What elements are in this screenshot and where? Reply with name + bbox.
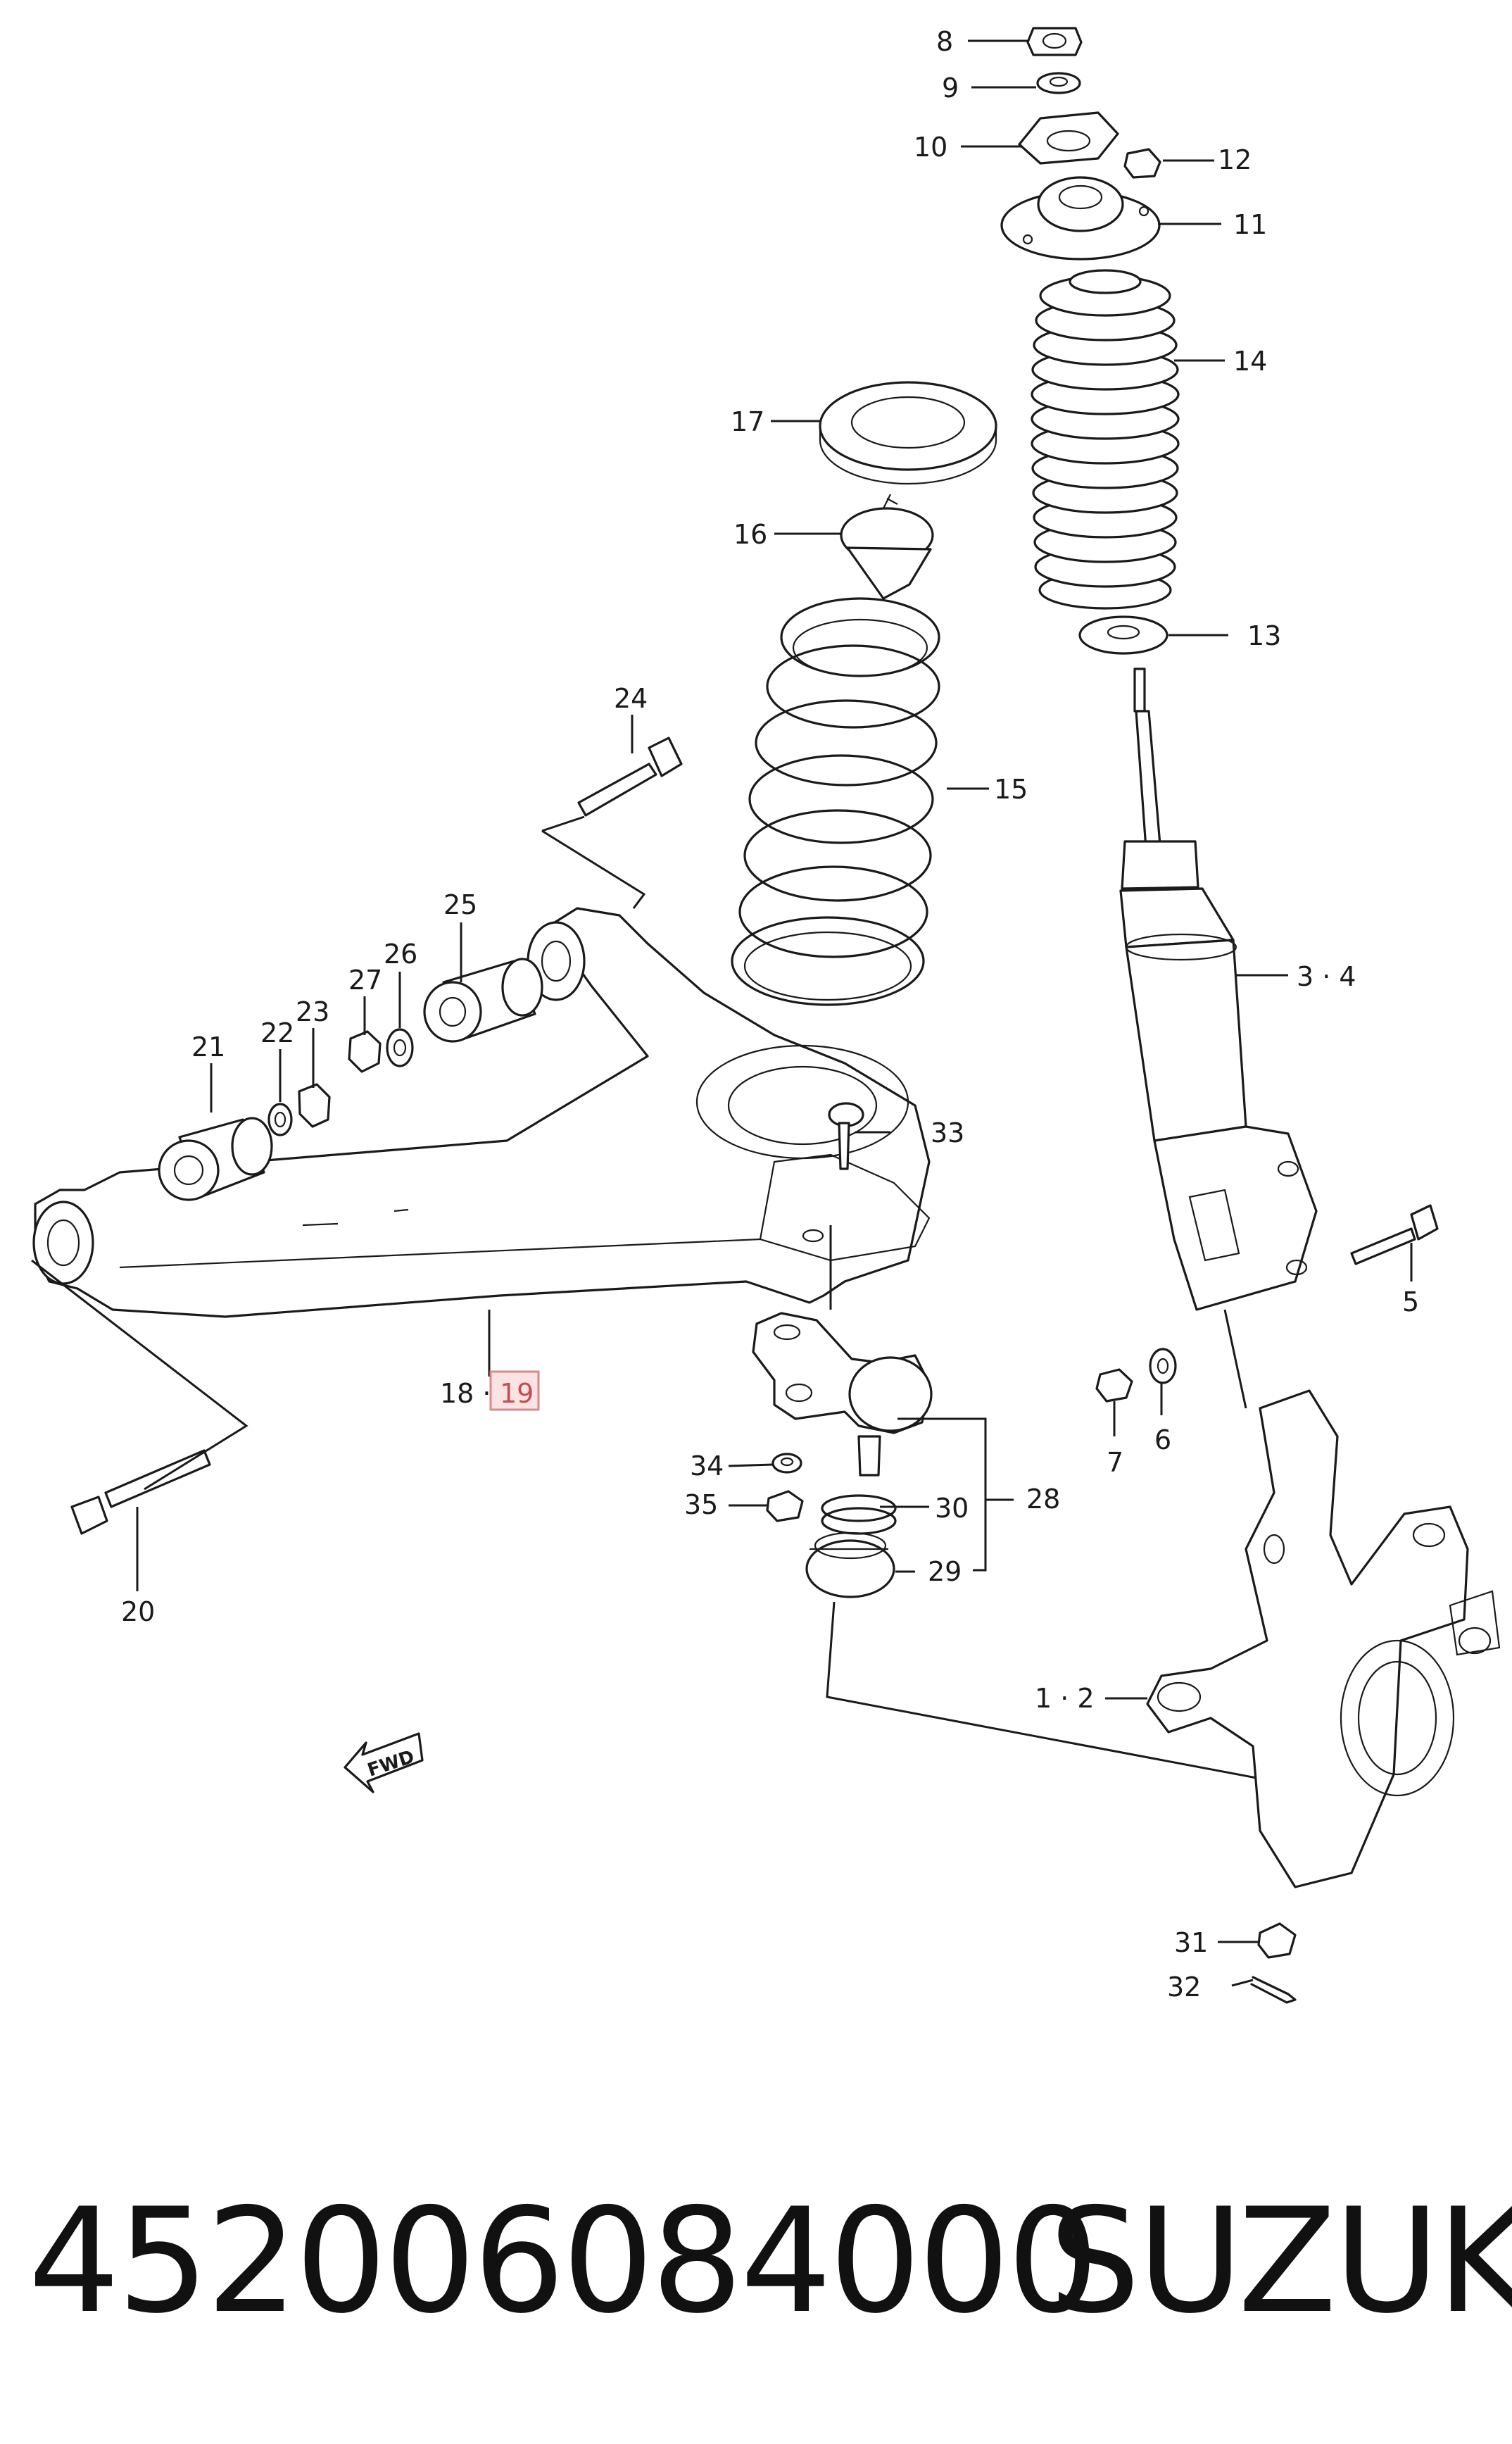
top-nut-part: [1026, 27, 1083, 56]
label-12: 12: [1218, 144, 1252, 175]
ring-30-part: [821, 1494, 897, 1535]
label-9: 9: [942, 73, 959, 104]
label-10: 10: [914, 132, 947, 163]
label-1-2: 1 · 2: [1035, 1683, 1095, 1714]
label-22: 22: [260, 1017, 294, 1048]
bellows-14-part: [1031, 269, 1180, 610]
callout-labels: 8 9 10 12 11 14 17 16 13 24 15 25 3 · 4 …: [121, 26, 1419, 2003]
retainer-10-part: [1018, 111, 1119, 165]
label-25: 25: [443, 889, 477, 920]
label-3-4: 3 · 4: [1297, 961, 1356, 992]
brand-name: SUZUKI: [1049, 2178, 1512, 2345]
bolt-24-part: [577, 737, 683, 817]
label-16: 16: [733, 519, 767, 550]
label-21: 21: [191, 1032, 225, 1063]
label-13: 13: [1247, 620, 1281, 651]
bolt-33-part: [828, 1102, 864, 1170]
label-5: 5: [1402, 1286, 1419, 1317]
label-17: 17: [731, 406, 764, 437]
washer-6-part: [1149, 1348, 1177, 1384]
castle-nut-31-part: [1257, 1922, 1297, 1959]
label-19: 19: [500, 1378, 534, 1409]
seat-13-part: [1078, 615, 1168, 655]
bolt-5-part: [1350, 1204, 1439, 1265]
nut-23-part: [298, 1083, 331, 1128]
suspension-exploded-diagram: FWD 8 9: [31, 26, 1501, 2004]
shock-absorber-part: [1119, 668, 1318, 1311]
nut-35-part: [766, 1490, 804, 1522]
label-29: 29: [928, 1556, 962, 1587]
washer-22-part: [267, 1103, 293, 1136]
spring-seat-17-part: [819, 381, 997, 485]
label-32: 32: [1167, 1972, 1201, 2003]
fwd-arrow-icon: FWD: [344, 1732, 424, 1793]
label-24: 24: [614, 683, 648, 714]
part-footer: 452006084000 SUZUKI: [0, 2148, 1512, 2359]
boot-29-part: [805, 1531, 895, 1598]
part-number: 452006084000: [28, 2178, 1099, 2345]
cotter-pin-32-part: [1250, 1976, 1297, 2004]
label-15: 15: [994, 774, 1028, 805]
label-28: 28: [1026, 1484, 1060, 1515]
bushing-25-part: [423, 958, 543, 1043]
nut-7-part: [1095, 1368, 1133, 1403]
steering-knuckle-part: [1146, 1389, 1501, 1888]
nut-27-part: [348, 1030, 382, 1073]
nut-12-part: [1123, 148, 1161, 179]
label-34: 34: [690, 1450, 724, 1481]
label-7: 7: [1107, 1447, 1123, 1478]
bushing-21-part: [158, 1117, 273, 1201]
label-35: 35: [684, 1489, 718, 1520]
bolt-20-part: [70, 1449, 211, 1535]
leader-lines: [136, 39, 1413, 1987]
washer-34-part: [771, 1453, 802, 1474]
label-6: 6: [1154, 1424, 1171, 1455]
label-23: 23: [296, 996, 329, 1027]
label-18: 18 ·: [440, 1378, 491, 1409]
coil-spring-15-part: [731, 597, 940, 1006]
ball-joint-28-part: [752, 1312, 933, 1477]
bump-stop-16-part: [840, 494, 934, 600]
label-14: 14: [1233, 346, 1267, 377]
mount-11-part: [1000, 176, 1161, 261]
assembly-lines: [31, 815, 1257, 1779]
label-20: 20: [121, 1596, 155, 1627]
label-27: 27: [348, 965, 382, 996]
label-8: 8: [936, 26, 953, 57]
label-26: 26: [384, 939, 417, 970]
label-11: 11: [1233, 209, 1267, 240]
highlight-box: [489, 1370, 540, 1411]
washer-9-part: [1036, 72, 1081, 94]
control-arm-part: [32, 907, 931, 1318]
label-31: 31: [1174, 1927, 1208, 1958]
label-30: 30: [935, 1493, 969, 1524]
label-33: 33: [931, 1117, 964, 1148]
washer-26-part: [386, 1028, 414, 1067]
